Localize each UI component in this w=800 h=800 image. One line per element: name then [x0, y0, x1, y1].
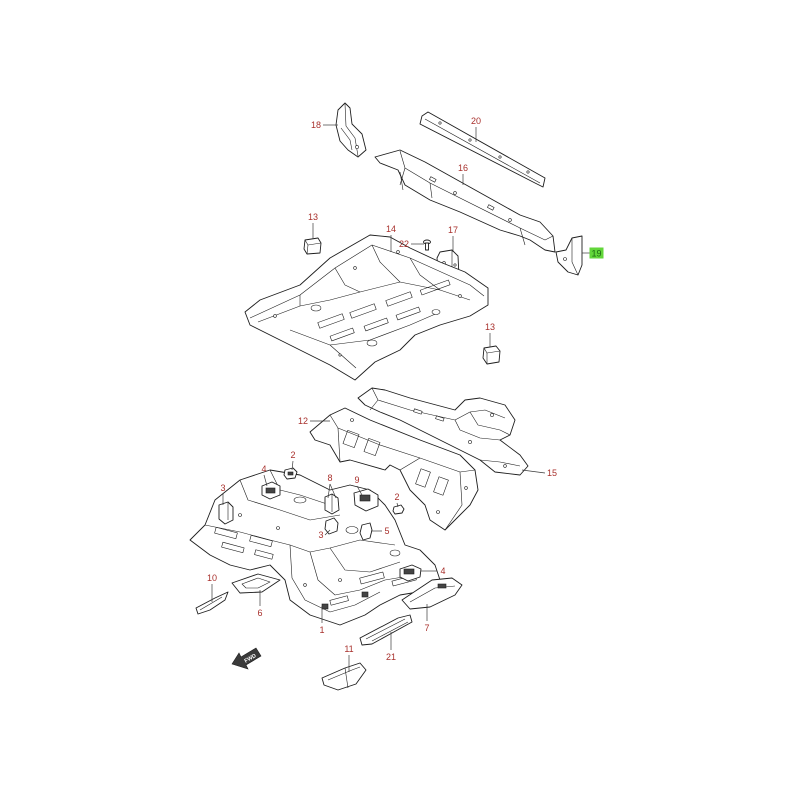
- callout-8[interactable]: 8: [327, 473, 332, 483]
- part-1: [189, 469, 441, 626]
- part-15: [357, 387, 529, 476]
- callout-2-left[interactable]: 2: [290, 450, 295, 460]
- part-8: [324, 493, 340, 515]
- part-3-middle: [324, 517, 339, 535]
- callout-9[interactable]: 9: [354, 475, 359, 485]
- part-12: [309, 407, 479, 531]
- callout-12[interactable]: 12: [298, 416, 308, 426]
- part-11: [321, 662, 367, 691]
- callout-1[interactable]: 1: [319, 625, 324, 635]
- part-22: [423, 239, 431, 251]
- part-7: [401, 577, 463, 610]
- callout-3-left[interactable]: 3: [220, 483, 225, 493]
- leader-lines: [211, 124, 590, 672]
- part-4-lower: [399, 564, 422, 582]
- part-14: [244, 234, 489, 381]
- part-6: [231, 573, 281, 594]
- callout-22[interactable]: 22: [399, 239, 409, 249]
- callout-3-middle[interactable]: 3: [318, 530, 323, 540]
- callout-4-upper[interactable]: 4: [261, 464, 266, 474]
- callout-21[interactable]: 21: [386, 652, 396, 662]
- callout-19[interactable]: 19: [591, 249, 601, 259]
- part-10: [195, 591, 229, 615]
- part-21: [359, 614, 413, 646]
- callout-20[interactable]: 20: [471, 116, 481, 126]
- part-19: [555, 235, 583, 276]
- callout-17[interactable]: 17: [448, 225, 458, 235]
- part-13-upper: [303, 237, 322, 255]
- callout-13-upper[interactable]: 13: [308, 212, 318, 222]
- callout-highlight: [589, 247, 604, 259]
- fwd-arrow-icon: FWD: [231, 647, 262, 670]
- part-2-right: [392, 504, 405, 515]
- callout-5[interactable]: 5: [384, 526, 389, 536]
- part-5: [359, 522, 373, 541]
- fwd-label: FWD: [244, 653, 258, 664]
- part-18: [335, 102, 367, 158]
- callout-14[interactable]: 14: [386, 224, 396, 234]
- callout-2-right[interactable]: 2: [394, 492, 399, 502]
- callout-16[interactable]: 16: [458, 163, 468, 173]
- callout-11[interactable]: 11: [344, 644, 353, 654]
- callout-6[interactable]: 6: [257, 608, 262, 618]
- callout-7[interactable]: 7: [424, 623, 429, 633]
- callout-13-lower[interactable]: 13: [485, 322, 495, 332]
- part-9: [353, 488, 379, 512]
- part-2-left: [283, 467, 298, 480]
- callouts: 18 20 16 13 14 22 17 19 13 12 15 2 4 3 8…: [207, 116, 602, 662]
- part-4-upper: [261, 481, 281, 500]
- callout-10[interactable]: 10: [207, 573, 217, 583]
- callout-4-lower[interactable]: 4: [440, 566, 445, 576]
- part-3-left: [218, 501, 234, 525]
- part-13-lower: [482, 345, 501, 365]
- part-20: [419, 111, 546, 188]
- part-16: [374, 149, 556, 253]
- callout-15[interactable]: 15: [547, 468, 557, 478]
- callout-18[interactable]: 18: [311, 120, 321, 130]
